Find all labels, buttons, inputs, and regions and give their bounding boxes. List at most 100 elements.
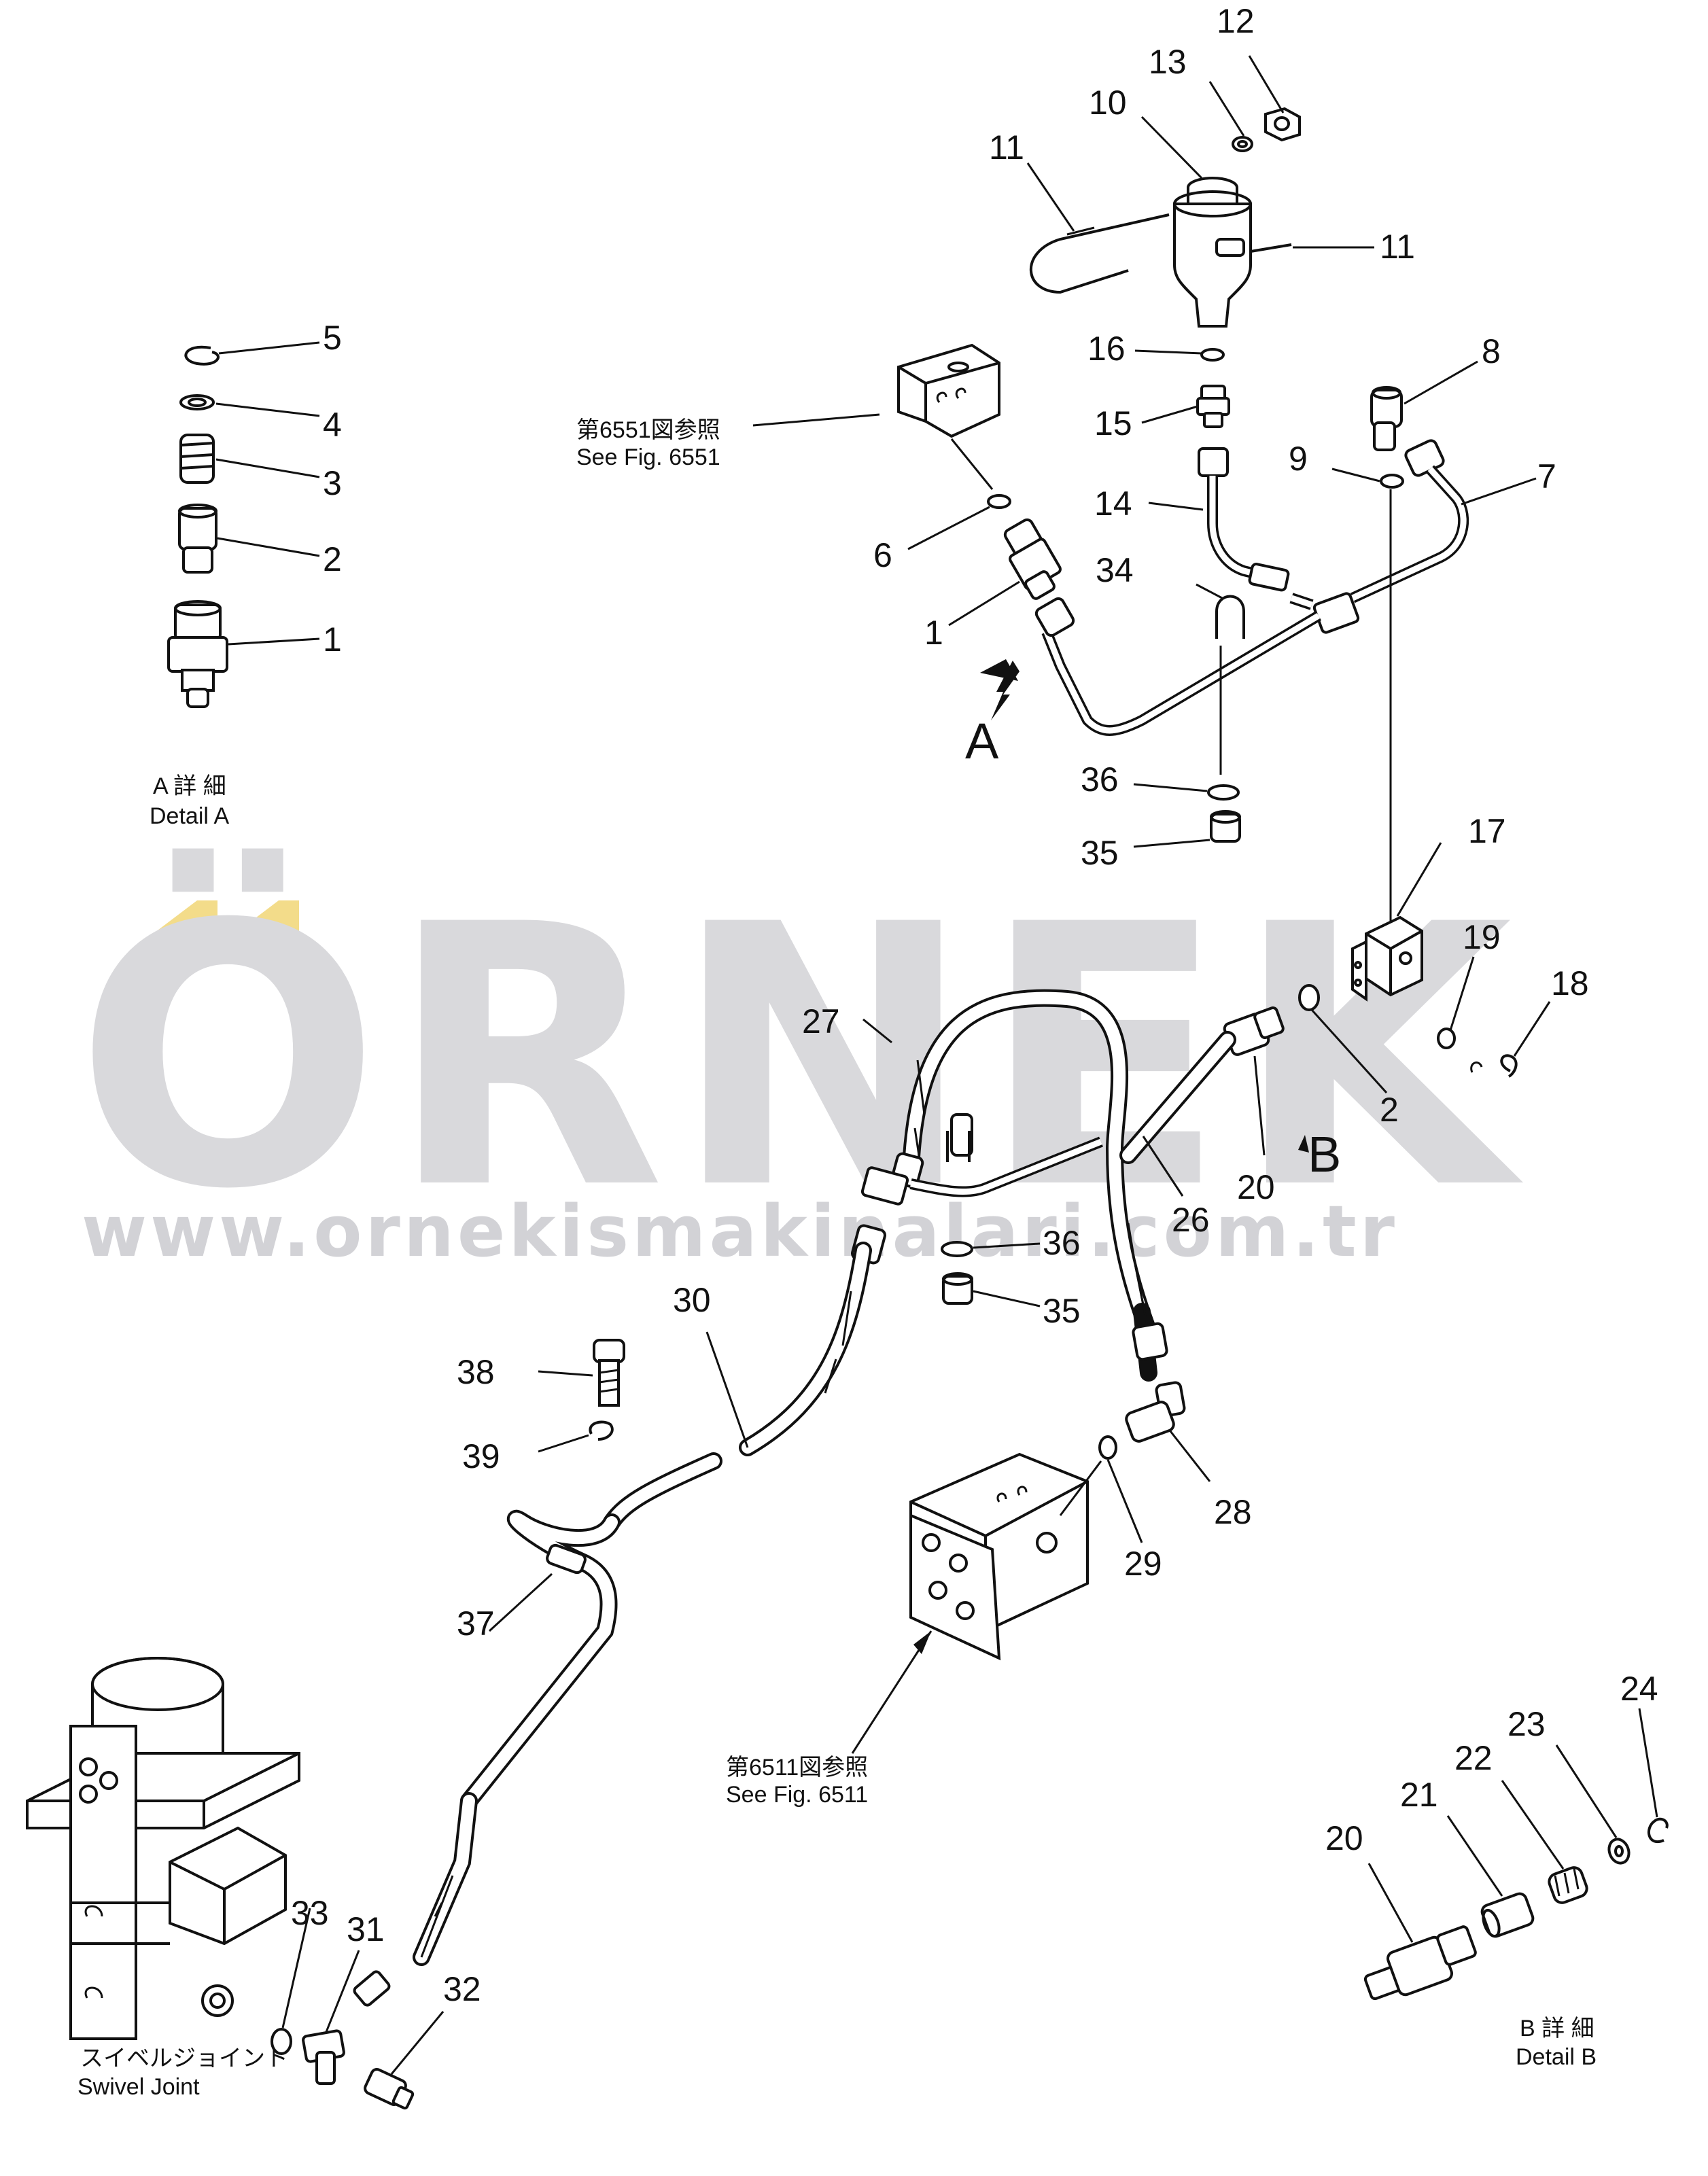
callout-9: 9 bbox=[1289, 440, 1308, 478]
clamp-lower: 36 35 bbox=[941, 1131, 1081, 1330]
washer-36-upper bbox=[1207, 784, 1240, 801]
block-17-group: 17 19 18 2 B 20 bbox=[1223, 812, 1589, 1206]
o-ring-16 bbox=[1200, 348, 1225, 362]
callout-4: 4 bbox=[323, 406, 342, 444]
callout-3: 3 bbox=[323, 464, 342, 502]
u-bolt-lower bbox=[946, 1131, 971, 1162]
o-ring-29 bbox=[1098, 1435, 1117, 1460]
callout-18: 18 bbox=[1551, 964, 1589, 1002]
hoses-middle: 27 26 30 bbox=[603, 989, 1236, 1531]
callout-2-b: 2 bbox=[1380, 1091, 1399, 1129]
watermark: ÖRNEK www.ornekismakinalari.com.tr bbox=[75, 845, 1526, 1273]
pipe-14 bbox=[1198, 447, 1290, 592]
ref-6551-jp: 第6551図参照 bbox=[576, 417, 720, 443]
callout-29: 29 bbox=[1124, 1545, 1162, 1583]
nut-part bbox=[1264, 107, 1301, 142]
o-ring-9 bbox=[1380, 474, 1404, 489]
tee-fitting bbox=[1312, 592, 1360, 634]
callout-11-left: 11 bbox=[989, 128, 1024, 166]
pressure-switch-part bbox=[167, 600, 228, 708]
block-6551-group: 第6551図参照 See Fig. 6551 6 1 A bbox=[576, 343, 1062, 769]
callout-32: 32 bbox=[443, 1970, 481, 2008]
plug-32 bbox=[364, 2068, 415, 2110]
callout-15: 15 bbox=[1094, 404, 1132, 442]
washer-13-part bbox=[1232, 136, 1253, 152]
callout-28: 28 bbox=[1214, 1493, 1252, 1531]
valve-block-6511 bbox=[909, 1452, 1102, 1661]
spring-part bbox=[179, 434, 215, 484]
swivel-joint-group: 33 31 32 スイベルジョイント Swivel Joint bbox=[26, 1657, 481, 2110]
top-switch-assembly: 12 13 10 11 11 bbox=[989, 2, 1415, 328]
detail-b-group: 20 21 22 23 24 B 詳 細 Detail B bbox=[1325, 1670, 1669, 2070]
elbow-8 bbox=[1370, 386, 1403, 451]
detail-b-caption-jp: B 詳 細 bbox=[1520, 2016, 1594, 2041]
callout-7: 7 bbox=[1537, 457, 1556, 495]
callout-2-detail: 2 bbox=[323, 540, 342, 578]
elbow-28 bbox=[1125, 1381, 1186, 1443]
callout-19: 19 bbox=[1463, 918, 1501, 956]
clamp-upper: 34 36 35 bbox=[1081, 551, 1245, 872]
pressure-switch-10 bbox=[1173, 177, 1252, 328]
callout-39: 39 bbox=[462, 1437, 500, 1475]
nut-35-lower bbox=[942, 1272, 973, 1305]
callout-13: 13 bbox=[1149, 43, 1187, 81]
washer-23-detail bbox=[1607, 1838, 1631, 1865]
callout-20-main: 20 bbox=[1237, 1168, 1275, 1206]
callout-17: 17 bbox=[1468, 812, 1506, 850]
view-b-label: B bbox=[1308, 1126, 1341, 1182]
fitting-31 bbox=[302, 2029, 345, 2085]
watermark-accent-left bbox=[150, 900, 217, 936]
callout-36-upper: 36 bbox=[1081, 760, 1119, 799]
callout-27: 27 bbox=[802, 1002, 840, 1040]
callout-5: 5 bbox=[323, 319, 342, 357]
ring-18 bbox=[1500, 1054, 1518, 1078]
switch-fittings: 16 15 14 bbox=[1087, 330, 1290, 592]
callout-35-upper: 35 bbox=[1081, 834, 1119, 872]
spring-22-detail bbox=[1548, 1866, 1588, 1904]
tee-lower bbox=[860, 1166, 909, 1206]
washer-36-lower bbox=[941, 1241, 973, 1257]
ref-6511-arrow bbox=[913, 1631, 931, 1654]
callout-11-right: 11 bbox=[1380, 228, 1415, 266]
o-ring-33 bbox=[271, 2028, 292, 2055]
callout-37: 37 bbox=[457, 1604, 495, 1643]
callout-6: 6 bbox=[873, 536, 892, 574]
callout-22: 22 bbox=[1454, 1739, 1493, 1777]
main-tee-piping bbox=[1034, 489, 1392, 938]
swivel-joint bbox=[26, 1657, 300, 2040]
view-b-arrow bbox=[1298, 1135, 1309, 1153]
valve-block-6551 bbox=[897, 343, 1000, 438]
hose-30 bbox=[739, 1242, 872, 1456]
callout-21: 21 bbox=[1400, 1776, 1438, 1814]
callout-34: 34 bbox=[1096, 551, 1134, 589]
callout-26: 26 bbox=[1172, 1201, 1210, 1239]
callout-36-lower: 36 bbox=[1043, 1224, 1081, 1262]
detail-b-caption-en: Detail B bbox=[1516, 2044, 1597, 2070]
callout-16: 16 bbox=[1087, 330, 1126, 368]
detail-a-group: 5 4 3 2 1 A 詳 細 Detail A bbox=[150, 319, 342, 829]
callout-31: 31 bbox=[347, 1910, 385, 1948]
callout-12: 12 bbox=[1217, 2, 1255, 40]
ref-6511-en: See Fig. 6511 bbox=[726, 1782, 868, 1808]
detail-a-caption-en: Detail A bbox=[150, 803, 229, 829]
washer-39 bbox=[589, 1420, 614, 1441]
bolt-clamp-group: 38 39 37 bbox=[353, 1339, 625, 2007]
o-ring-19 bbox=[1437, 1028, 1456, 1049]
callout-23: 23 bbox=[1507, 1705, 1546, 1743]
union-15 bbox=[1196, 385, 1230, 428]
watermark-url: www.ornekismakinalari.com.tr bbox=[82, 1190, 1398, 1273]
wire-harness-part bbox=[1029, 213, 1170, 294]
watermark-brand: ÖRNEK bbox=[75, 845, 1526, 1267]
swivel-caption-jp: スイベルジョイント bbox=[80, 2046, 288, 2071]
clamp-37 bbox=[546, 1543, 587, 1575]
elbow-and-pipe-7: 8 9 7 bbox=[1289, 332, 1556, 603]
view-a-label: A bbox=[965, 713, 999, 769]
o-ring-6 bbox=[987, 494, 1011, 509]
ref-6551-en: See Fig. 6551 bbox=[576, 444, 720, 470]
snap-ring-24-detail bbox=[1648, 1817, 1669, 1843]
o-ring-2-b bbox=[1298, 984, 1320, 1011]
callout-20-detail: 20 bbox=[1325, 1819, 1363, 1857]
u-bolt-34 bbox=[1215, 595, 1245, 639]
callout-33: 33 bbox=[291, 1894, 329, 1932]
